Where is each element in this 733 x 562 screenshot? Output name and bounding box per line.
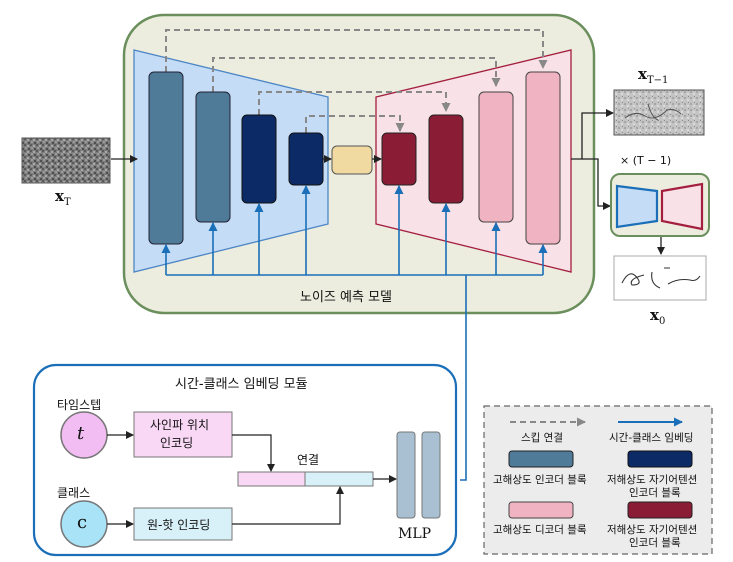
bottleneck-block (331, 145, 373, 175)
mlp-bar-2 (421, 431, 441, 519)
skip-connections (165, 29, 548, 133)
timestep-label: 타임스텝 (57, 398, 102, 412)
mlp-label: MLP (398, 526, 432, 542)
embedding-arrows (161, 185, 548, 481)
legend-hr-decoder-swatch (508, 501, 574, 519)
lr-decoder-block-1 (381, 132, 417, 186)
input-xT-label: xT (55, 187, 71, 208)
timestep-symbol: t (77, 423, 85, 444)
mini-encoder (615, 184, 659, 229)
hr-decoder-block-2 (525, 71, 561, 245)
lr-encoder-block-2 (288, 132, 324, 186)
class-label: 클래스 (57, 486, 91, 500)
legend-lr-decoder-label-1: 저해상도 자기어텐션 (607, 524, 698, 536)
repeat-label: × (T − 1) (620, 154, 672, 167)
x-T-minus-1-label: xT−1 (638, 65, 669, 86)
hr-decoder-block-1 (478, 91, 514, 223)
hr-encoder-block-1 (148, 71, 184, 245)
legend-embedding-label: 시간-클래스 임베딩 (609, 432, 694, 444)
legend-lr-decoder-label-2: 인코더 블록 (629, 537, 681, 549)
main-flow-arrows (111, 109, 665, 255)
input-noise-image (21, 137, 111, 184)
concat-left (237, 471, 306, 487)
faint-signature-stroke (624, 103, 682, 121)
noise-model-label: 노이즈 예측 모델 (300, 290, 392, 305)
hr-encoder-block-2 (195, 91, 231, 223)
output-signature-image (613, 255, 707, 301)
mlp-bar-1 (396, 431, 416, 519)
lr-encoder-block-1 (241, 114, 277, 204)
concat-right (304, 471, 374, 487)
legend-lr-encoder-swatch (627, 450, 693, 468)
embedding-flow-arrows (107, 431, 397, 528)
legend-hr-decoder-label: 고해상도 디코더 블록 (493, 524, 587, 536)
class-symbol: c (77, 512, 88, 533)
legend-box (483, 405, 713, 555)
signature-stroke (621, 267, 701, 289)
legend-lr-encoder-label-1: 저해상도 자기어텐션 (607, 474, 698, 486)
legend-lr-decoder-swatch (627, 501, 693, 519)
mini-decoder (660, 182, 704, 231)
sine-encoding-line2: 인코딩 (160, 436, 194, 450)
lr-decoder-block-2 (428, 114, 464, 204)
onehot-encoding-label: 원-핫 인코딩 (147, 518, 211, 532)
sine-encoding-box (133, 411, 233, 458)
decoder-trapezoid (375, 49, 572, 273)
legend-hr-encoder-swatch (508, 450, 574, 468)
x-0-label: x0 (650, 306, 666, 327)
legend-skip-label: 스킵 연결 (521, 432, 563, 444)
legend-lr-encoder-label-2: 인코더 블록 (629, 487, 681, 499)
intermediate-image (613, 89, 705, 136)
embedding-module-title: 시간-클래스 임베딩 모듈 (175, 377, 308, 392)
legend-hr-encoder-label: 고해상도 인코더 블록 (493, 474, 587, 486)
concat-label: 연결 (297, 453, 320, 467)
sine-encoding-line1: 사인파 위치 (150, 418, 210, 432)
